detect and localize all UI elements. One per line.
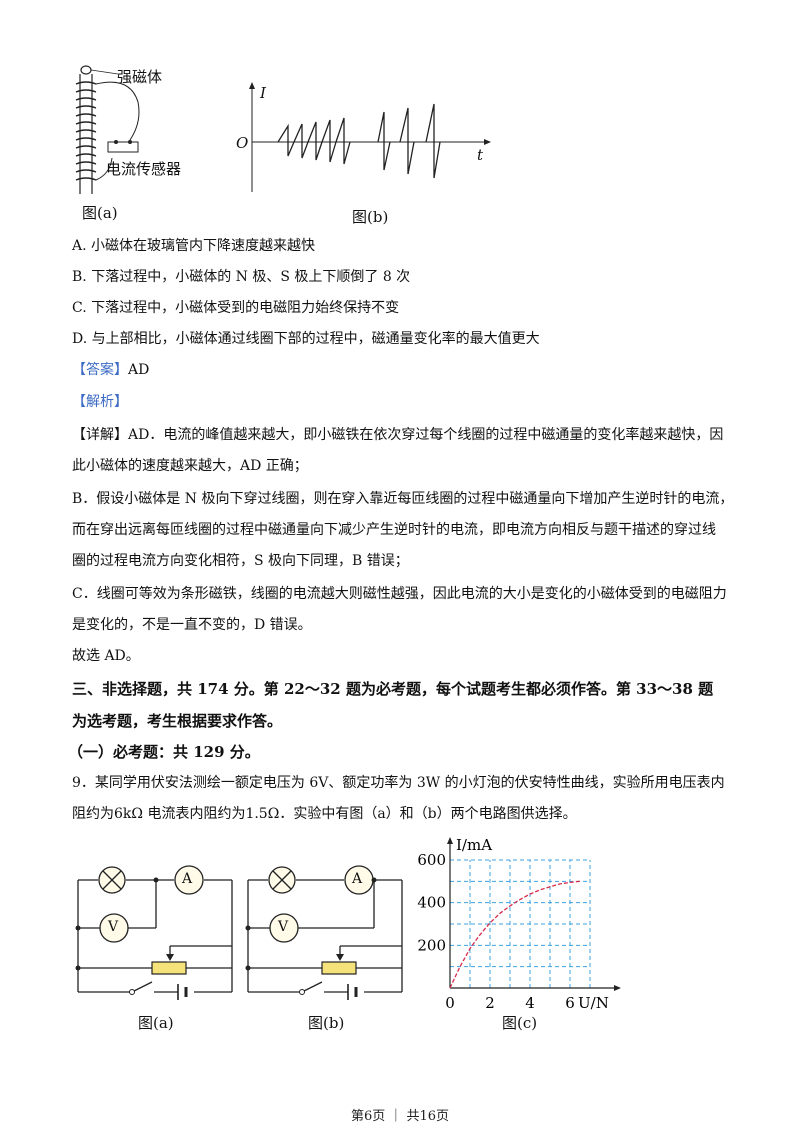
explanation-line-6: C．线圈可等效为条形磁铁，线圈的电流越大则磁性越强，因此电流的大小是变化的小磁体… xyxy=(72,586,727,602)
analysis-tag: 【解析】 xyxy=(72,394,128,410)
circuit-b-caption: 图(b) xyxy=(308,1014,345,1032)
coil-apparatus-figure xyxy=(75,65,140,194)
explanation-line-8: 故选 AD。 xyxy=(72,648,140,664)
subsection-title: （一）必考题：共 129 分。 xyxy=(68,743,260,761)
option-c: C. 下落过程中，小磁体受到的电磁阻力始终保持不变 xyxy=(72,300,400,316)
circuit-a-diagram xyxy=(75,865,233,1000)
voltmeter-a-icon xyxy=(99,913,129,943)
explanation-line-4: 而在穿出远离每匝线圈的过程中磁通量向下减少产生逆时针的电流，即电流方向相反与题干… xyxy=(72,522,716,538)
voltmeter-b-label: V xyxy=(278,919,289,935)
current-time-graph xyxy=(249,82,491,192)
explanation-line-5: 圈的过程电流方向变化相符，S 极向下同理，B 错误； xyxy=(72,553,409,569)
voltmeter-a-label: V xyxy=(108,919,119,935)
answer-line: 【答案】AD xyxy=(72,360,149,380)
figure-b-caption: 图(b) xyxy=(352,208,389,226)
origin-label: 0 xyxy=(445,994,455,1012)
lamp-b-icon xyxy=(268,866,296,894)
magnet-icon xyxy=(80,65,92,75)
x-tick-label: 6 xyxy=(565,994,575,1012)
circuit-b-diagram xyxy=(245,865,403,1000)
y-axis-label: I/mA xyxy=(456,836,492,854)
graph-c-caption: 图(c) xyxy=(502,1014,538,1032)
x-axis-arrow xyxy=(614,985,621,991)
y-tick-label: 600 xyxy=(417,851,446,869)
magnet-label: 强磁体 xyxy=(117,68,163,86)
graph-b-axis-o: O xyxy=(236,134,249,152)
rheostat-a-icon xyxy=(151,961,187,975)
option-a: A. 小磁体在玻璃管内下降速度越来越快 xyxy=(72,238,316,254)
x-axis-label: U/N xyxy=(578,994,609,1012)
explanation-line-7: 是变化的，不是一直不变的，D 错误。 xyxy=(72,617,312,633)
x-tick-label: 4 xyxy=(525,994,535,1012)
iv-characteristic-chart: 200 400 600 2 4 6 0 I/mA U/N xyxy=(417,836,621,1012)
explanation-line-1: 【详解】AD．电流的峰值越来越大，即小磁铁在依次穿过每个线圈的过程中磁通量的变化… xyxy=(72,427,724,443)
sensor-box xyxy=(107,141,139,153)
sensor-label: 电流传感器 xyxy=(106,160,182,178)
q9-line-1: 9．某同学用伏安法测绘一额定电压为 6V、额定功率为 3W 的小灯泡的伏安特性曲… xyxy=(72,775,725,791)
lamp-icon xyxy=(98,866,126,894)
ammeter-a-icon xyxy=(174,865,204,895)
option-b: B. 下落过程中，小磁体的 N 极、S 极上下顺倒了 8 次 xyxy=(72,269,411,285)
ammeter-b-label: A xyxy=(352,871,363,887)
iv-curve xyxy=(449,880,581,989)
section-title-line-2: 为选考题，考生根据要求作答。 xyxy=(72,712,283,730)
graph-b-axis-t: t xyxy=(477,146,484,164)
y-tick-label: 200 xyxy=(417,936,446,954)
x-tick-label: 2 xyxy=(485,994,495,1012)
answer-value: AD xyxy=(128,362,150,378)
circuit-a-caption: 图(a) xyxy=(138,1014,174,1032)
explanation-line-2: 此小磁体的速度越来越大，AD 正确； xyxy=(72,458,308,474)
y-axis-arrow xyxy=(447,837,453,844)
section-title-line-1: 三、非选择题，共 174 分。第 22～32 题为必考题，每个试题考生都必须作答… xyxy=(72,680,714,698)
voltmeter-b-icon xyxy=(269,913,299,943)
ammeter-a-label: A xyxy=(182,871,193,887)
current-pulses xyxy=(277,103,441,179)
y-tick-label: 400 xyxy=(417,894,446,912)
graph-b-axis-i: I xyxy=(260,84,266,102)
figure-a-caption: 图(a) xyxy=(82,204,118,222)
q9-line-2: 阻约为6kΩ 电流表内阻约为1.5Ω．实验中有图（a）和（b）两个电路图供选择。 xyxy=(72,806,577,822)
explanation-line-3: B．假设小磁体是 N 极向下穿过线圈，则在穿入靠近每匝线圈的过程中磁通量向下增加… xyxy=(72,491,734,507)
answer-tag: 【答案】 xyxy=(72,362,128,378)
option-d: D. 与上部相比，小磁体通过线圈下部的过程中，磁通量变化率的最大值更大 xyxy=(72,331,540,347)
rheostat-b-icon xyxy=(321,961,357,975)
page-footer: 第6页 ｜ 共16页 xyxy=(350,1109,450,1124)
coil-turns xyxy=(75,81,97,181)
